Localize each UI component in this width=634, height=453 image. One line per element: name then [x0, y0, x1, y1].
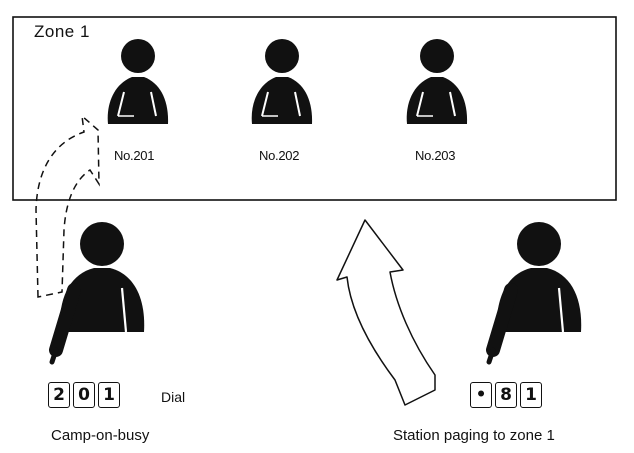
- camp-on-busy-caller-person-icon: [52, 222, 144, 362]
- station-paging-arrow-icon: [336, 219, 436, 406]
- dial-key-2: 2: [48, 382, 70, 408]
- extension-201-person-icon: [106, 38, 170, 125]
- paging-key-8: 8: [495, 382, 517, 408]
- dial-key-1: 1: [98, 382, 120, 408]
- camp-on-busy-dashed-arrow-icon: [35, 114, 100, 298]
- extension-201-label: No.201: [114, 148, 155, 163]
- dial-label: Dial: [161, 389, 186, 405]
- extension-202-person-icon: [250, 38, 314, 125]
- extension-203-person-icon: [405, 38, 469, 125]
- station-paging-caption: Station paging to zone 1: [393, 427, 555, 444]
- zone-1-box: [12, 16, 617, 201]
- paging-key-1: 1: [520, 382, 542, 408]
- paging-key-dot: •: [470, 382, 492, 408]
- dial-key-0: 0: [73, 382, 95, 408]
- camp-on-busy-caption: Camp-on-busy: [51, 427, 150, 444]
- extension-202-label: No.202: [259, 148, 300, 163]
- station-paging-caller-person-icon: [489, 222, 581, 362]
- extension-203-label: No.203: [415, 148, 456, 163]
- zone-1-title: Zone 1: [34, 22, 90, 41]
